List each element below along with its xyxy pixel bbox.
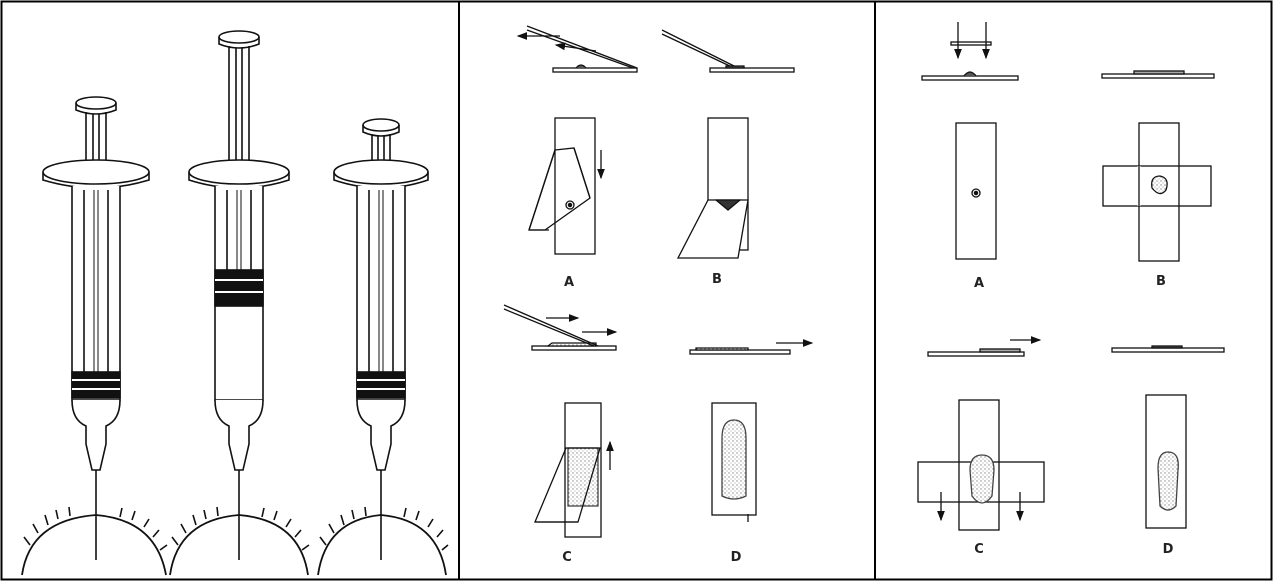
syringe-3 bbox=[333, 118, 429, 560]
squash-c-slide bbox=[917, 399, 1045, 531]
skin-mound-3 bbox=[317, 506, 449, 576]
skin-mound-2 bbox=[169, 506, 310, 576]
squash-a-side-view bbox=[921, 22, 1019, 81]
spread-d-side-view bbox=[689, 339, 814, 355]
spread-label-b: B bbox=[712, 272, 722, 287]
squash-a-slide bbox=[955, 122, 997, 260]
syringe-1 bbox=[42, 96, 150, 560]
squash-label-b: B bbox=[1156, 274, 1166, 289]
panel-syringes bbox=[21, 30, 449, 576]
squash-label-d: D bbox=[1163, 542, 1174, 557]
spread-d-slide bbox=[711, 402, 757, 522]
squash-d-side-view bbox=[1111, 345, 1225, 353]
spread-c-side-view bbox=[503, 304, 618, 351]
squash-b-slide bbox=[1102, 122, 1212, 262]
squash-d-slide bbox=[1145, 394, 1187, 529]
panel-squash-technique: A B C D bbox=[917, 22, 1225, 557]
spread-b-slide bbox=[676, 117, 749, 259]
spread-label-a: A bbox=[564, 275, 574, 290]
syringe-2 bbox=[188, 30, 290, 560]
skin-mound-1 bbox=[21, 506, 168, 576]
spread-label-c: C bbox=[562, 550, 572, 565]
spread-label-d: D bbox=[731, 550, 742, 565]
spread-c-slide bbox=[534, 402, 614, 538]
squash-label-a: A bbox=[974, 276, 984, 291]
spread-a-slide bbox=[528, 117, 605, 255]
panel-spread-technique: A B C D bbox=[503, 25, 814, 565]
spread-b-side-view bbox=[661, 29, 795, 73]
squash-b-side-view bbox=[1101, 70, 1215, 79]
spread-a-side-view bbox=[516, 25, 638, 73]
squash-label-c: C bbox=[974, 542, 984, 557]
squash-c-side-view bbox=[927, 336, 1042, 357]
